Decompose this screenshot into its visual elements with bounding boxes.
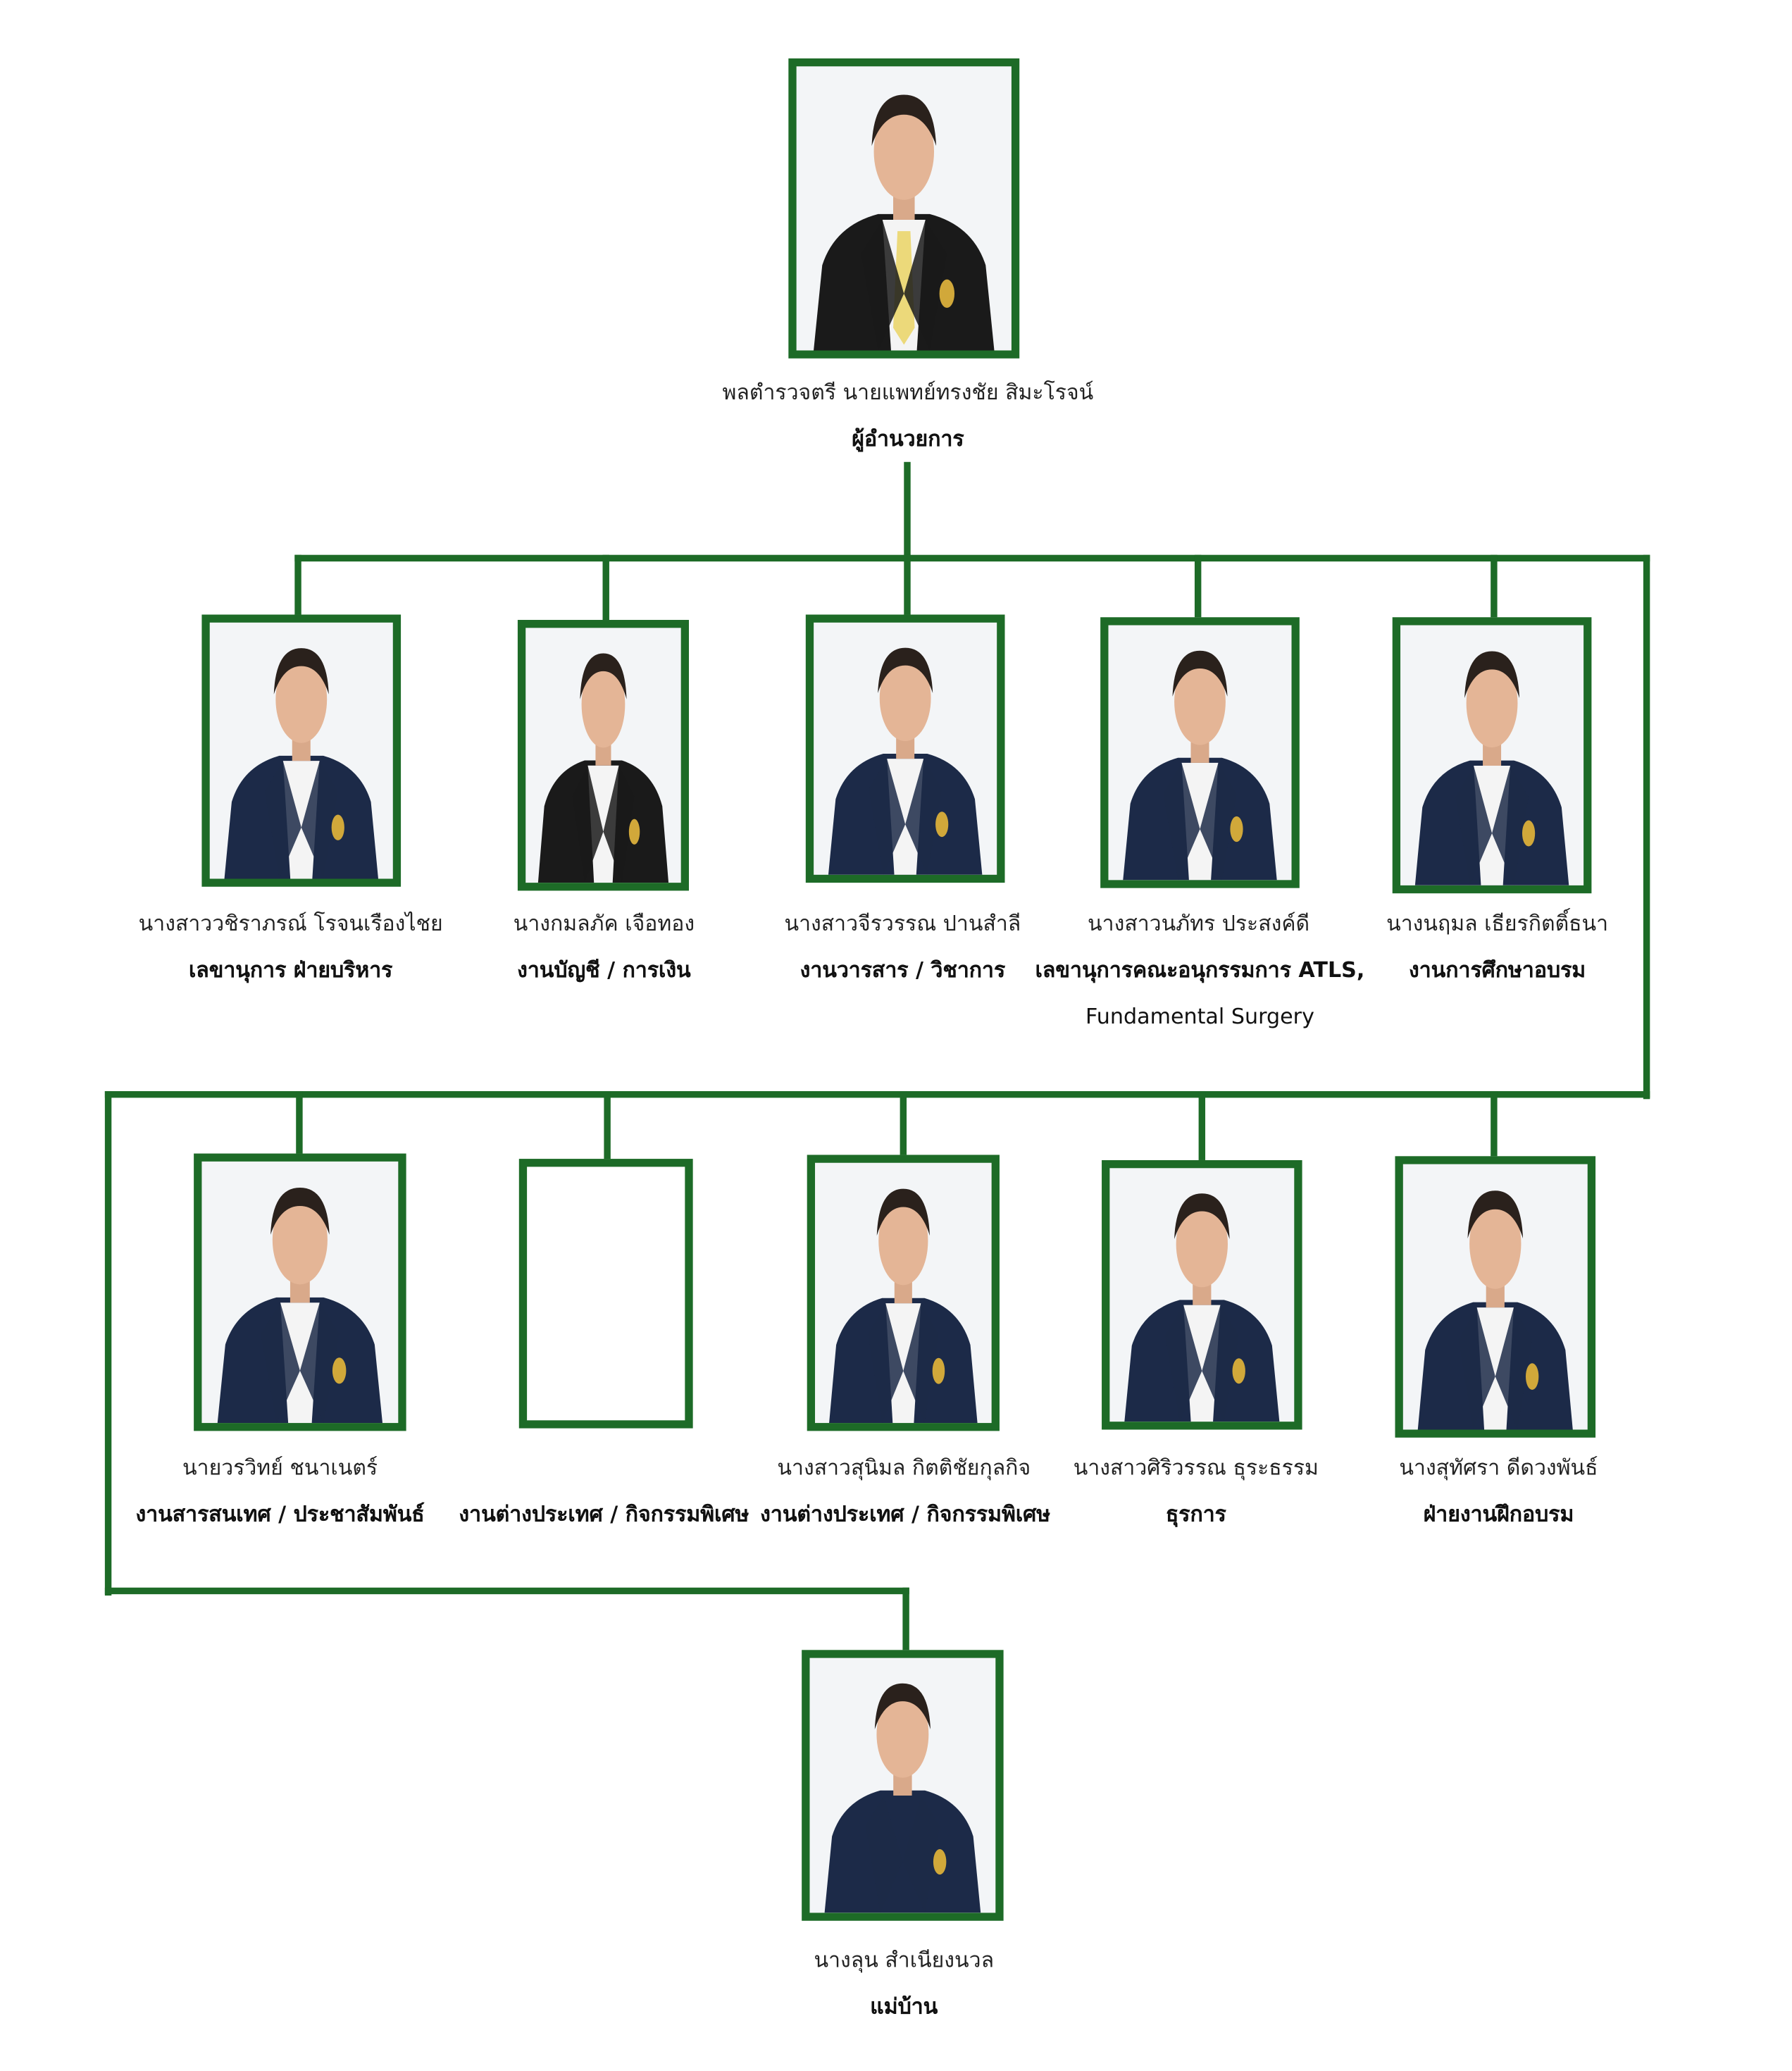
staff-photo xyxy=(1100,617,1300,888)
staff-role: ธุรการ xyxy=(1165,1501,1226,1527)
portrait-image xyxy=(829,1188,978,1424)
connector-line xyxy=(104,1587,909,1595)
staff-photo xyxy=(1392,617,1592,894)
portrait-image xyxy=(1417,1190,1573,1430)
director-name: พลตำรวจตรี นายแพทย์ทรงชัย สิมะโรจน์ xyxy=(722,379,1094,405)
connector-line xyxy=(104,1090,1650,1098)
staff-name: นางสาวจีรวรรณ ปานสำลี xyxy=(784,910,1021,936)
staff-role: เลขานุการ ฝ่ายบริหาร xyxy=(188,957,393,983)
connector-line xyxy=(602,554,609,621)
staff-name: นางกมลภัค เจือทอง xyxy=(513,910,695,936)
staff-name: นางสาววชิราภรณ์ โรจนเรืองไชย xyxy=(138,910,443,936)
staff-photo xyxy=(807,1155,1000,1431)
staff-role: งานวารสาร / วิชาการ xyxy=(799,957,1006,983)
staff-role: งานการศึกษาอบรม xyxy=(1409,957,1586,983)
staff-name: นางสาวนภัทร ประสงค์ดี xyxy=(1088,910,1310,936)
director-role: ผู้อำนวยการ xyxy=(852,425,964,452)
staff-role: แม่บ้าน xyxy=(870,1994,938,2020)
portrait-image xyxy=(824,1683,981,1913)
staff-role: เลขานุการคณะอนุกรรมการ ATLS, xyxy=(1035,957,1365,983)
staff-role: งานต่างประเทศ / กิจกรรมพิเศษ xyxy=(459,1501,749,1527)
empty-photo-placeholder xyxy=(518,1159,693,1429)
connector-line xyxy=(904,461,911,561)
staff-name: นางลุน สำเนียงนวล xyxy=(814,1947,995,1973)
staff-role: งานสารสนเทศ / ประชาสัมพันธ์ xyxy=(135,1501,425,1527)
staff-name: นางนฤมล เธียรกิตติ์ธนา xyxy=(1386,910,1609,936)
staff-role-line2: Fundamental Surgery xyxy=(1085,1003,1314,1029)
connector-line xyxy=(1643,554,1650,1100)
director-photo xyxy=(788,58,1020,359)
connector-line xyxy=(904,554,911,616)
staff-role: งานบัญชี / การเงิน xyxy=(517,957,691,983)
staff-name: นายวรวิทย์ ชนาเนตร์ xyxy=(182,1455,378,1481)
connector-line xyxy=(1491,554,1498,619)
portrait-image xyxy=(224,648,378,879)
staff-role: ฝ่ายงานฝึกอบรม xyxy=(1423,1501,1574,1527)
connector-line xyxy=(900,1090,907,1157)
connector-line xyxy=(1491,1090,1498,1158)
staff-role: งานต่างประเทศ / กิจกรรมพิเศษ xyxy=(760,1501,1051,1527)
connector-line xyxy=(604,1090,611,1160)
staff-name: นางสาวศิริวรรณ ธุระธรรม xyxy=(1073,1455,1319,1481)
staff-photo xyxy=(517,620,690,891)
portrait-image xyxy=(1414,651,1569,885)
portrait-image xyxy=(1123,650,1277,881)
portrait-image xyxy=(1124,1193,1280,1422)
connector-line xyxy=(104,1090,112,1596)
portrait-image xyxy=(828,647,983,875)
staff-photo xyxy=(1102,1159,1302,1430)
staff-photo xyxy=(805,614,1005,883)
connector-line xyxy=(294,554,1650,562)
connector-line xyxy=(296,1090,303,1155)
staff-photo xyxy=(194,1153,406,1431)
staff-name: นางสาวสุนิมล กิตติชัยกุลกิจ xyxy=(777,1455,1031,1481)
staff-name: นางสุทัศรา ดีดวงพันธ์ xyxy=(1399,1455,1598,1481)
connector-line xyxy=(1198,1090,1206,1162)
connector-line xyxy=(294,554,301,616)
staff-photo xyxy=(802,1650,1004,1921)
connector-line xyxy=(902,1587,909,1652)
connector-line xyxy=(1194,554,1202,619)
portrait-image xyxy=(217,1187,383,1424)
staff-photo xyxy=(1395,1156,1596,1438)
portrait-image xyxy=(814,94,995,351)
portrait-image xyxy=(537,653,669,883)
staff-photo xyxy=(201,614,402,887)
